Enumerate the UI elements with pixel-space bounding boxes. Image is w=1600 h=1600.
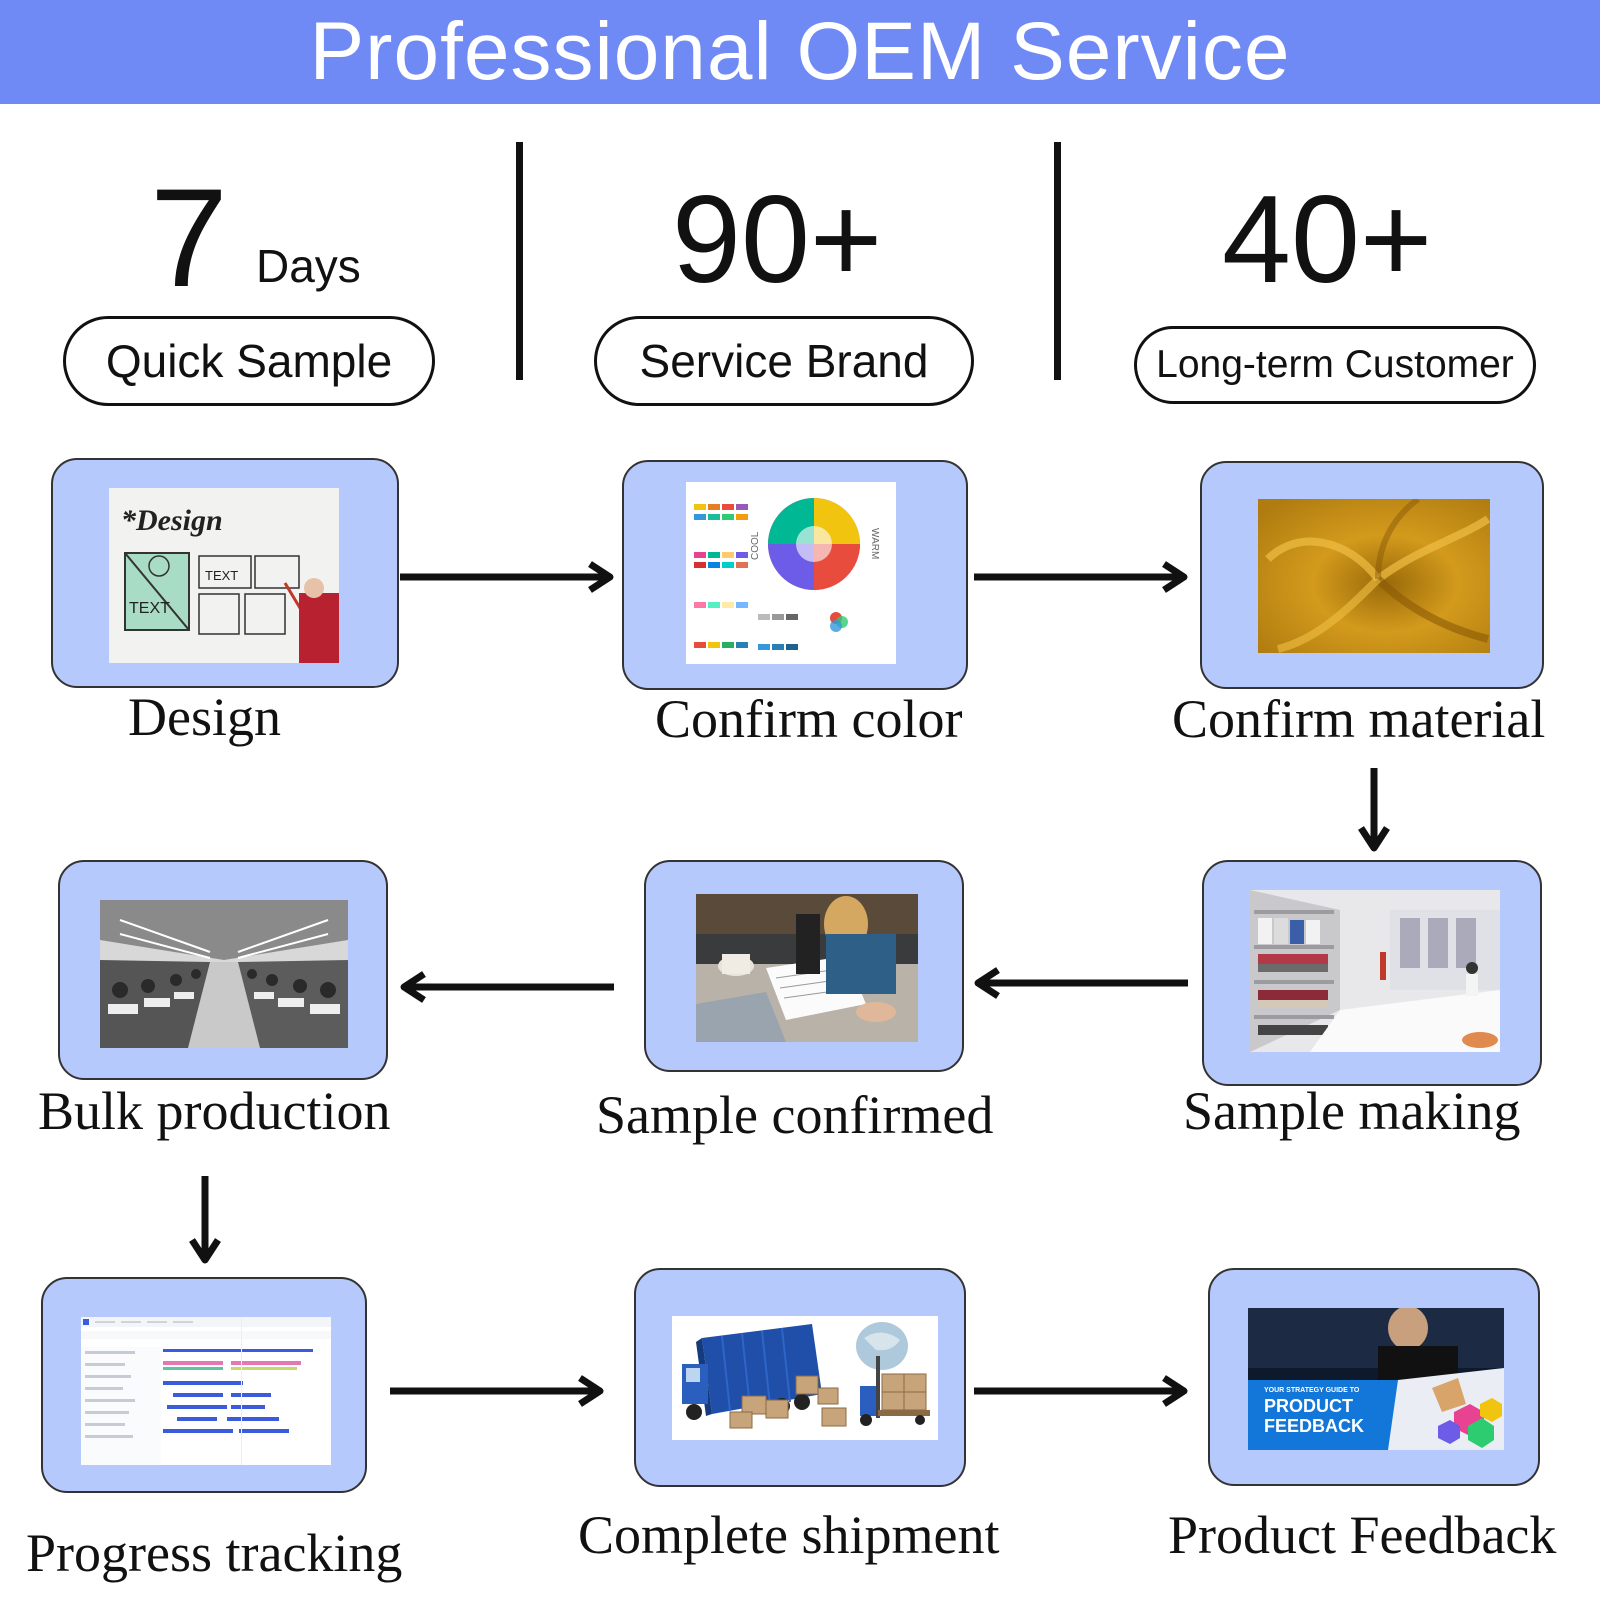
meeting-notebook-image	[696, 894, 918, 1042]
stat-days-value: 7	[150, 159, 228, 316]
feedback-line1-text: PRODUCT	[1264, 1396, 1353, 1416]
step-label-design: Design	[128, 687, 281, 747]
flow-arrow-right	[400, 561, 616, 593]
step-card-confirm-color: COOL WARM	[622, 460, 968, 690]
service-brand-badge: Service Brand	[594, 316, 974, 406]
design-heading-text: *Design	[121, 504, 223, 537]
stat-divider	[1054, 142, 1061, 380]
step-card-product-feedback: YOUR STRATEGY GUIDE TO PRODUCT FEEDBACK	[1208, 1268, 1540, 1486]
step-label-confirm-color: Confirm color	[655, 689, 963, 749]
step-card-sample-making	[1202, 860, 1542, 1086]
yellow-fabric-image	[1258, 499, 1490, 653]
feedback-small-text: YOUR STRATEGY GUIDE TO	[1264, 1387, 1360, 1394]
step-label-product-feedback: Product Feedback	[1168, 1505, 1557, 1565]
product-feedback-image: YOUR STRATEGY GUIDE TO PRODUCT FEEDBACK	[1248, 1308, 1504, 1450]
factory-floor-image	[100, 900, 348, 1048]
step-label-sample-making: Sample making	[1183, 1081, 1521, 1141]
design-text-label: TEXT	[129, 600, 170, 617]
header-banner: Professional OEM Service	[0, 0, 1600, 104]
truck-boxes-image	[672, 1316, 938, 1440]
page-title: Professional OEM Service	[309, 6, 1291, 97]
warm-label: WARM	[869, 528, 880, 559]
step-card-progress-tracking	[41, 1277, 367, 1493]
stat-customers-value: 40+	[1222, 171, 1433, 309]
design-whiteboard-image: *Design TEXT TEXT	[109, 488, 339, 663]
flow-arrow-right	[390, 1375, 606, 1407]
flow-arrow-down	[189, 1176, 221, 1266]
step-label-progress-tracking: Progress tracking	[26, 1523, 403, 1583]
stat-divider	[516, 142, 523, 380]
flow-arrow-left	[398, 971, 614, 1003]
step-label-sample-confirmed: Sample confirmed	[596, 1085, 994, 1145]
long-term-customer-badge: Long-term Customer	[1134, 326, 1536, 404]
flow-arrow-down	[1358, 768, 1390, 854]
step-label-bulk-production: Bulk production	[38, 1081, 391, 1141]
step-label-complete-shipment: Complete shipment	[578, 1505, 1000, 1565]
flow-arrow-right	[974, 561, 1190, 593]
stat-brands-value: 90+	[672, 171, 883, 309]
flow-arrow-left	[972, 967, 1188, 999]
stat-days-unit: Days	[256, 240, 361, 292]
flow-arrow-right	[974, 1375, 1190, 1407]
design-text-label: TEXT	[205, 568, 238, 583]
color-wheel-chart-image: COOL WARM	[686, 482, 896, 664]
gantt-dashboard-image	[81, 1317, 331, 1465]
step-card-complete-shipment	[634, 1268, 966, 1487]
step-card-design: *Design TEXT TEXT	[51, 458, 399, 688]
step-label-confirm-material: Confirm material	[1172, 689, 1546, 749]
step-card-sample-confirmed	[644, 860, 964, 1072]
quick-sample-badge: Quick Sample	[63, 316, 435, 406]
feedback-line2-text: FEEDBACK	[1264, 1416, 1364, 1436]
cool-label: COOL	[750, 531, 761, 560]
step-card-bulk-production	[58, 860, 388, 1080]
sample-room-image	[1250, 890, 1500, 1052]
step-card-confirm-material	[1200, 461, 1544, 689]
